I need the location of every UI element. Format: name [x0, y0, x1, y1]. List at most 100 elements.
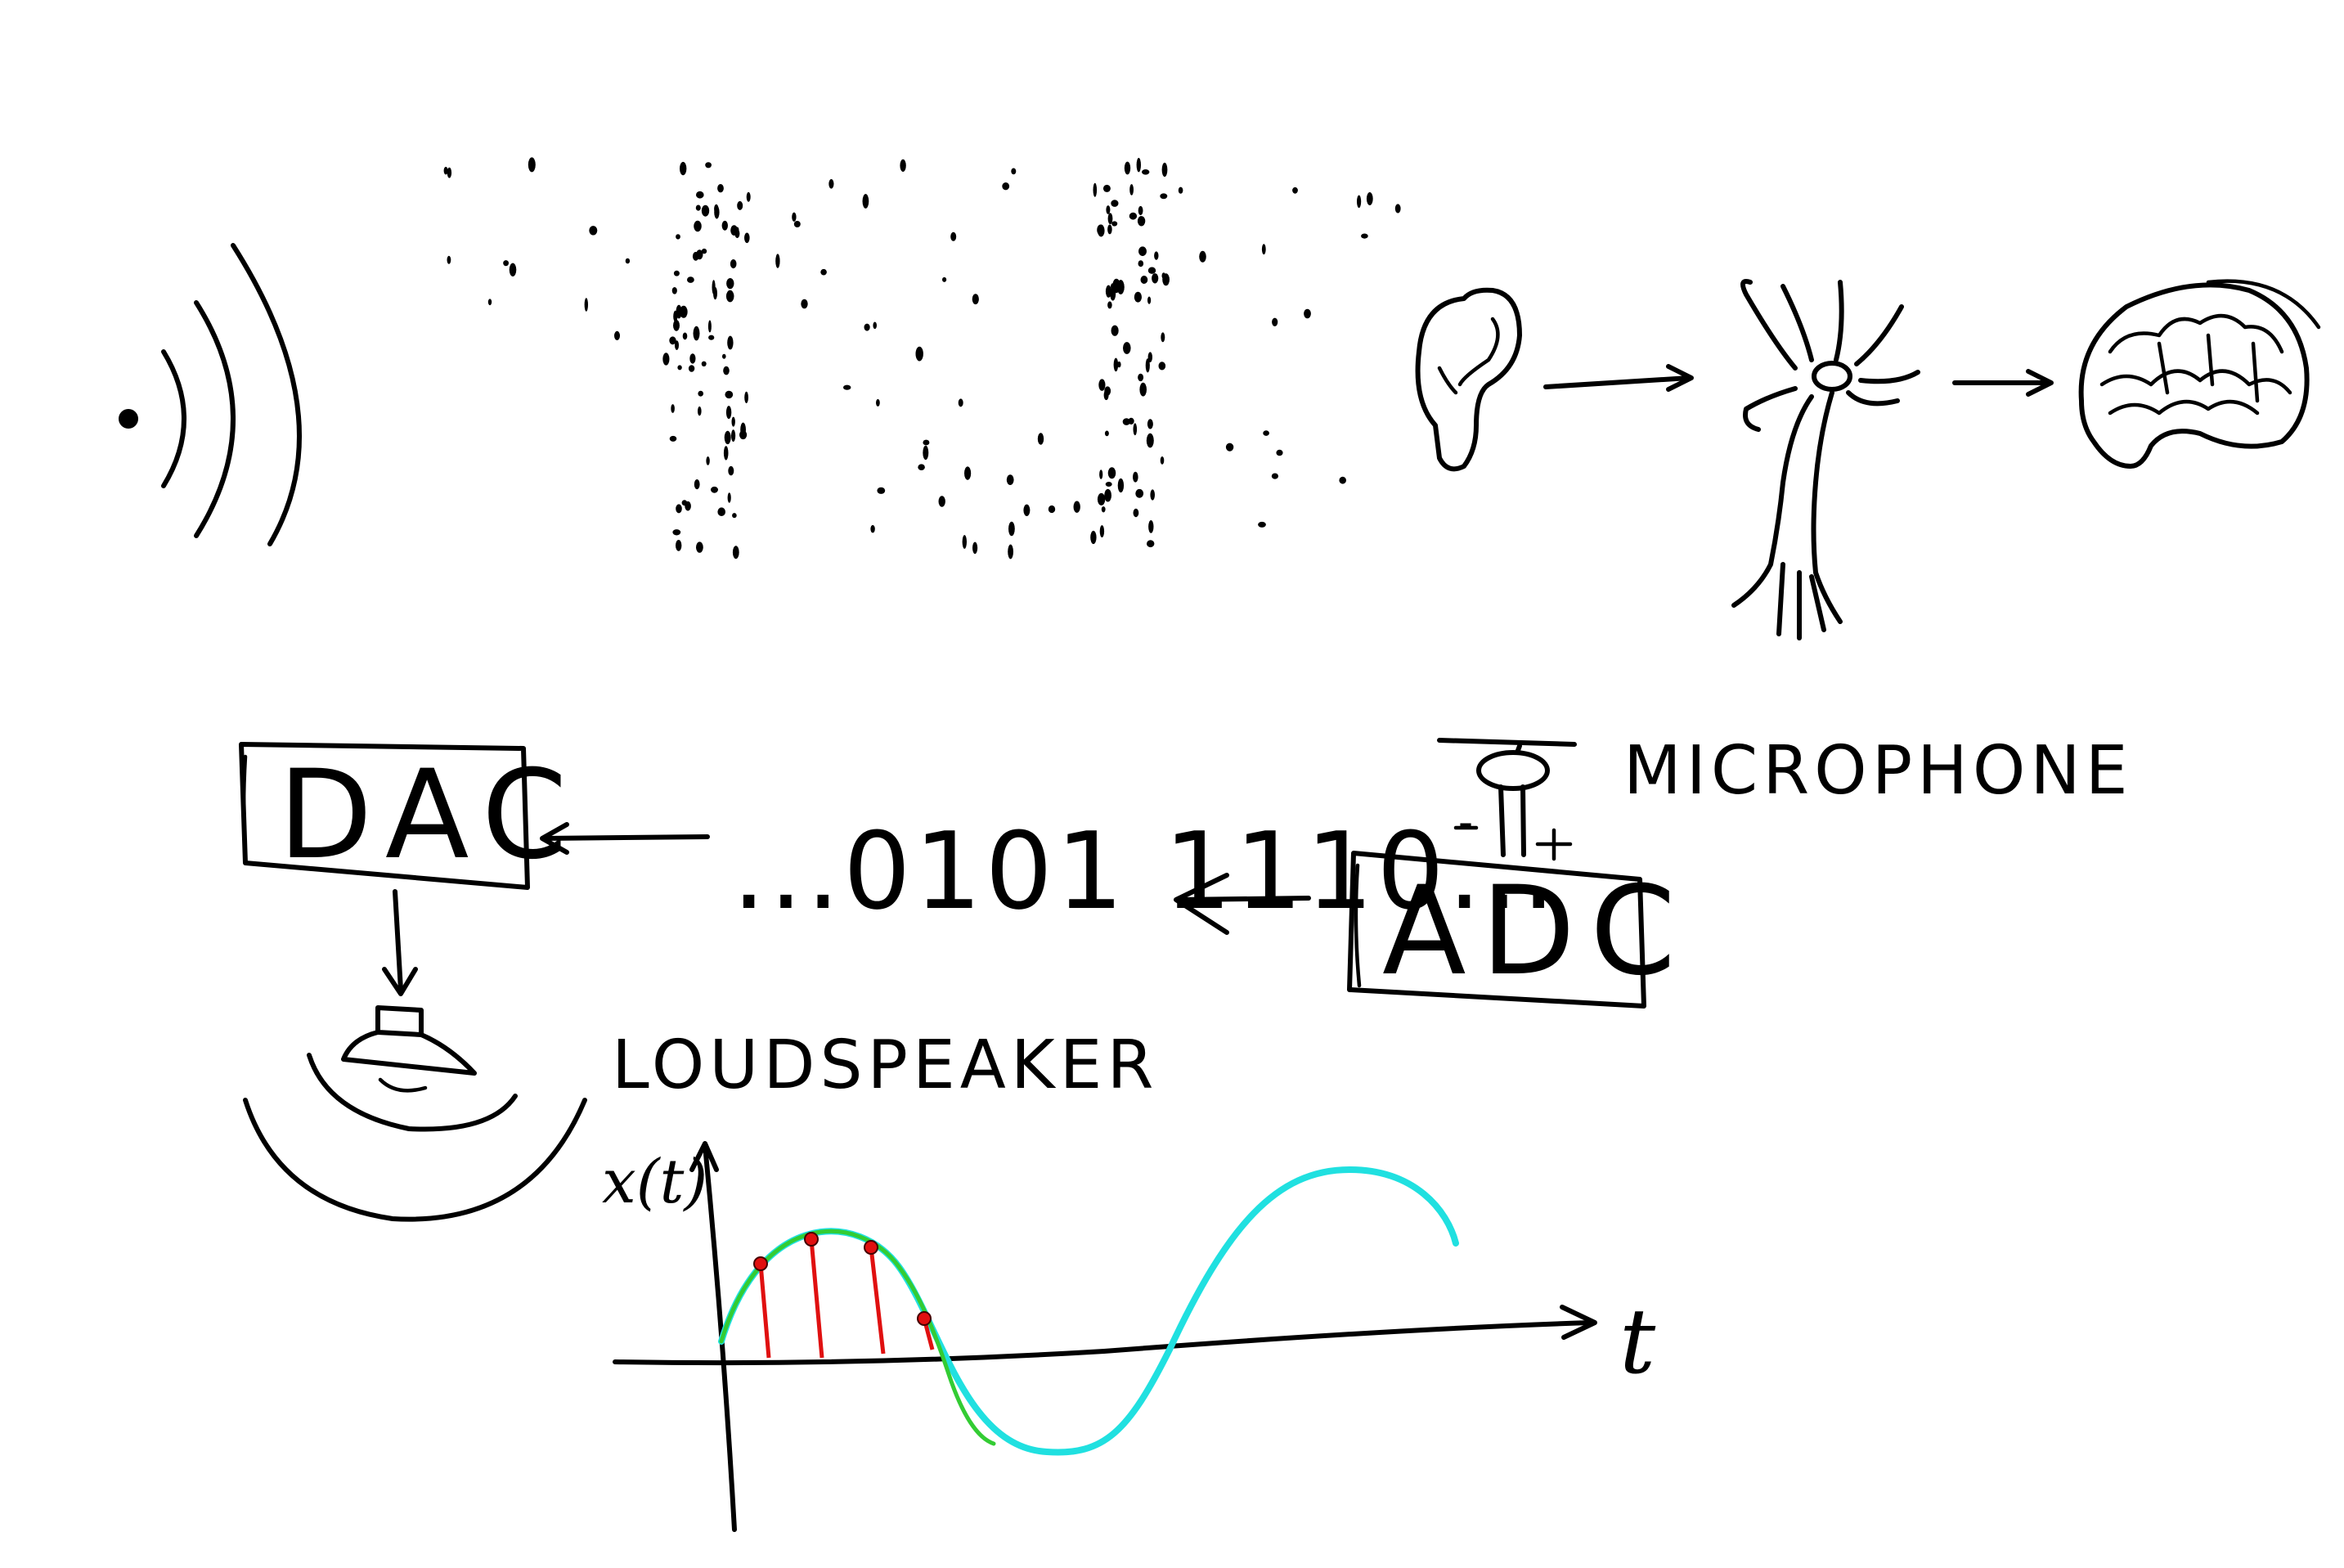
particle-dot [918, 464, 925, 470]
particle-dot [698, 406, 702, 416]
particle-dot [707, 320, 712, 333]
particle-dot [1128, 417, 1134, 425]
particle-dot [1133, 471, 1138, 483]
sample-point [804, 1232, 819, 1247]
particle-dot [1111, 283, 1115, 290]
particle-dot [727, 335, 734, 350]
particle-dot [676, 234, 680, 240]
particle-dot [443, 166, 448, 175]
particle-dot [1138, 246, 1147, 257]
arrow-dac-to-loudspeaker [382, 889, 418, 996]
particle-dot [676, 504, 682, 514]
particle-dot [1110, 286, 1116, 301]
binary-stream: ...0101 1110... [732, 809, 1559, 933]
particle-dot [1117, 361, 1121, 368]
particle-dot [1122, 418, 1130, 425]
dac-box: DAC [239, 742, 582, 890]
sample-stem [758, 1263, 771, 1359]
particle-dot [701, 248, 707, 254]
particle-dot [900, 159, 906, 172]
adc-box: ADC [1347, 851, 1691, 1009]
particle-dot [447, 167, 452, 178]
particle-dot [687, 276, 694, 283]
particle-dot [1147, 352, 1153, 363]
particle-dot [1116, 280, 1125, 294]
particle-dot [725, 406, 732, 420]
particle-dot [1394, 204, 1401, 213]
particle-dot [509, 263, 517, 276]
particle-dot [673, 310, 678, 322]
particle-dot [1011, 168, 1017, 175]
particle-dot [775, 254, 780, 268]
particle-dot [728, 465, 734, 476]
particle-dot [1161, 272, 1166, 279]
particle-dot [1111, 200, 1119, 207]
particle-dot [1136, 158, 1142, 173]
particle-dot [693, 326, 700, 341]
particle-dot [870, 524, 875, 533]
sound-source-icon [119, 243, 302, 546]
particle-dot [705, 162, 712, 168]
particle-dot [1178, 186, 1183, 194]
particle-dot [1099, 470, 1103, 479]
particle-dot [1199, 250, 1206, 263]
neuron-icon [1731, 279, 1920, 640]
particle-dot [1097, 492, 1106, 505]
particle-dot [625, 258, 631, 264]
particle-dot [1152, 273, 1159, 284]
particle-dot [801, 299, 808, 309]
particle-dot [487, 299, 492, 306]
particle-dot [1093, 182, 1098, 197]
particle-dot [1107, 301, 1112, 309]
amplitude-axis-arrowhead [689, 1141, 719, 1172]
particle-dot [731, 416, 735, 427]
particle-dot [731, 429, 736, 443]
particle-dot [447, 255, 451, 264]
particle-dot [1357, 195, 1362, 209]
loudspeaker-label: LOUDSPEAKER [612, 1027, 1158, 1104]
particle-dot [721, 220, 728, 231]
particle-dot [724, 430, 731, 445]
dac-label: DAC [278, 744, 582, 887]
particle-dot [727, 492, 731, 503]
particle-dot [1276, 449, 1283, 456]
adc-label: ADC [1382, 860, 1691, 1003]
particle-dot [682, 332, 688, 340]
particle-dot [1160, 456, 1165, 465]
particle-dot [698, 390, 703, 397]
particle-dot [746, 191, 751, 202]
particle-dot [1006, 474, 1014, 485]
particle-dot [671, 287, 677, 294]
particle-dot [669, 435, 677, 442]
particle-dot [1008, 544, 1013, 559]
particle-dot [962, 535, 968, 549]
particle-dot [1146, 433, 1154, 448]
particle-dot [1117, 478, 1125, 493]
particle-dot [1102, 184, 1111, 192]
particle-dot [1105, 482, 1112, 487]
particle-dot [1139, 382, 1147, 397]
particle-dot [723, 366, 730, 375]
particle-dot [1138, 205, 1143, 216]
particle-dot [843, 384, 851, 390]
particle-dot [1008, 521, 1015, 537]
particle-dot [1292, 186, 1298, 194]
particle-dot [1104, 386, 1111, 396]
sample-stems [753, 1232, 935, 1359]
particle-dot [671, 404, 675, 413]
particle-dot [717, 507, 725, 516]
particle-dot [675, 340, 679, 350]
particle-dot [1133, 508, 1139, 518]
particle-dot [711, 486, 718, 493]
particle-dot [1048, 505, 1056, 514]
ear-icon [1415, 287, 1522, 472]
particle-dot [706, 456, 710, 465]
microphone-icon: - [1437, 738, 1577, 861]
sample-point [864, 1240, 878, 1255]
particle-dot [696, 249, 703, 260]
particle-dot [1101, 506, 1106, 513]
particle-dot [1161, 162, 1168, 177]
particle-dot [1133, 423, 1138, 436]
arrow-adc-to-binary [1174, 873, 1311, 935]
arrow-ear-to-neuron [1543, 364, 1694, 392]
